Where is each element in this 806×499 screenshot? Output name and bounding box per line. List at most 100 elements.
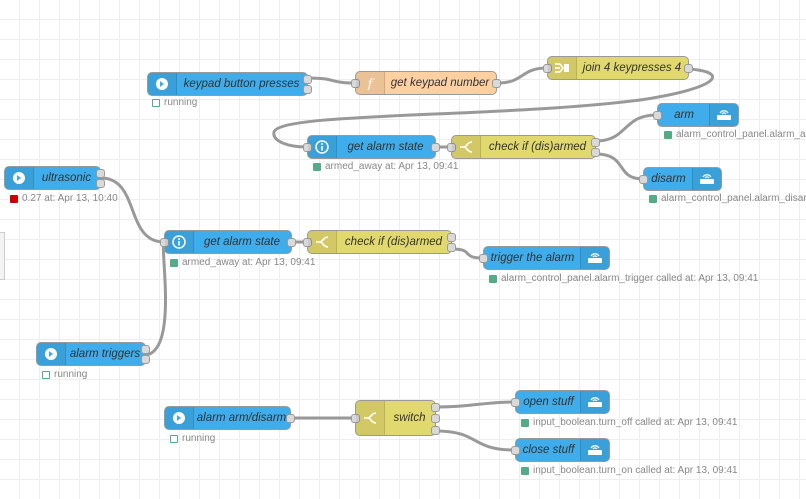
- join-icon: [548, 57, 577, 79]
- output-port[interactable]: [431, 426, 440, 435]
- node-label: ultrasonic: [41, 172, 92, 184]
- wire: [307, 76, 357, 85]
- check-armed-node[interactable]: check if (dis)armed: [447, 135, 600, 159]
- router-icon: [692, 168, 721, 190]
- inject-icon: [5, 167, 34, 189]
- node-status: alarm_control_panel.alarm_disarm: [649, 193, 806, 204]
- node-status: running: [42, 369, 87, 380]
- get-alarm-state-node[interactable]: get alarm state: [160, 230, 296, 254]
- output-port[interactable]: [303, 85, 312, 94]
- node-label: get keypad number: [390, 77, 490, 89]
- wire: [495, 66, 549, 85]
- router-icon: [580, 247, 609, 269]
- input-port[interactable]: [653, 111, 662, 120]
- wire: [450, 247, 485, 260]
- switch-node[interactable]: switch: [351, 400, 440, 436]
- input-port[interactable]: [447, 143, 456, 152]
- node-label: get alarm state: [347, 141, 424, 153]
- node-label: disarm: [651, 173, 686, 185]
- node-label: keypad button presses: [183, 78, 300, 90]
- input-port[interactable]: [511, 446, 520, 455]
- output-port[interactable]: [431, 414, 440, 423]
- input-port[interactable]: [351, 414, 360, 423]
- output-port[interactable]: [286, 414, 295, 423]
- output-port[interactable]: [431, 403, 440, 412]
- sidebar-edge-tab[interactable]: [0, 232, 5, 280]
- node-label: open stuff: [523, 396, 574, 408]
- output-port[interactable]: [447, 243, 456, 252]
- output-port[interactable]: [447, 233, 456, 242]
- open-stuff-node[interactable]: open stuff: [511, 390, 610, 414]
- input-port[interactable]: [543, 64, 552, 73]
- input-port[interactable]: [351, 79, 360, 88]
- output-port[interactable]: [303, 75, 312, 84]
- ultrasonic-node[interactable]: ultrasonic: [4, 166, 105, 190]
- wire: [144, 240, 167, 357]
- input-port[interactable]: [479, 254, 488, 263]
- info-icon: [308, 136, 337, 158]
- info-icon: [165, 231, 194, 253]
- inject-icon: [148, 73, 177, 95]
- output-port[interactable]: [96, 169, 105, 178]
- input-port[interactable]: [639, 175, 648, 184]
- input-port[interactable]: [303, 238, 312, 247]
- wire: [594, 113, 659, 143]
- output-port[interactable]: [431, 143, 440, 152]
- close-stuff-node[interactable]: close stuff: [511, 438, 610, 462]
- alarm-arm-disarm-node[interactable]: alarm arm/disarm: [164, 406, 295, 430]
- node-status: alarm_control_panel.alarm_arm: [664, 129, 806, 140]
- node-label: trigger the alarm: [490, 252, 575, 264]
- svg-text:f: f: [367, 77, 375, 90]
- router-icon: [580, 391, 609, 413]
- input-port[interactable]: [160, 238, 169, 247]
- output-port[interactable]: [287, 238, 296, 247]
- switch-icon: [356, 401, 385, 435]
- node-status: running: [152, 97, 197, 108]
- wire: [272, 67, 714, 149]
- node-label: check if (dis)armed: [344, 236, 443, 248]
- wire: [594, 152, 645, 181]
- switch-icon: [308, 231, 337, 253]
- input-port[interactable]: [511, 398, 520, 407]
- output-port[interactable]: [141, 345, 150, 354]
- output-port[interactable]: [591, 148, 600, 157]
- disarm-node[interactable]: disarm: [639, 167, 722, 191]
- keypad-inject-node[interactable]: keypad button presses: [147, 72, 312, 96]
- node-status: input_boolean.turn_off called at: Apr 13…: [521, 417, 737, 428]
- get-alarm-state-node[interactable]: get alarm state: [303, 135, 440, 159]
- node-status: armed_away at: Apr 13, 09:41: [170, 257, 315, 268]
- get-keypad-number-node[interactable]: f get keypad number: [351, 71, 501, 95]
- router-icon: [580, 439, 609, 461]
- input-port[interactable]: [303, 143, 312, 152]
- alarm-triggers-node[interactable]: alarm triggers: [36, 342, 150, 366]
- function-icon: f: [356, 72, 385, 94]
- output-port[interactable]: [591, 138, 600, 147]
- node-status: input_boolean.turn_on called at: Apr 13,…: [521, 465, 738, 476]
- arm-node[interactable]: arm: [653, 103, 739, 127]
- node-label: check if (dis)armed: [488, 141, 587, 153]
- node-label: join 4 keypresses 4: [582, 62, 682, 74]
- output-port[interactable]: [492, 79, 501, 88]
- wire: [99, 176, 166, 244]
- output-port[interactable]: [141, 355, 150, 364]
- output-port[interactable]: [96, 179, 105, 188]
- wire: [434, 400, 517, 409]
- node-label: switch: [393, 412, 426, 424]
- check-armed-node[interactable]: check if (dis)armed: [303, 230, 456, 254]
- join-node[interactable]: join 4 keypresses 4: [543, 56, 693, 80]
- node-status: running: [170, 433, 215, 444]
- wire: [434, 429, 517, 452]
- node-status: 0.27 at: Apr 13, 10:40: [10, 193, 118, 204]
- router-icon: [709, 104, 738, 126]
- node-status: armed_away at: Apr 13, 09:41: [313, 161, 458, 172]
- node-status: alarm_control_panel.alarm_trigger called…: [489, 273, 758, 284]
- inject-icon: [165, 407, 194, 429]
- node-label: get alarm state: [203, 236, 281, 248]
- node-label: alarm triggers: [69, 348, 141, 360]
- switch-icon: [452, 136, 481, 158]
- inject-icon: [37, 343, 66, 365]
- output-port[interactable]: [684, 64, 693, 73]
- node-label: arm: [674, 109, 694, 121]
- trigger-alarm-node[interactable]: trigger the alarm: [479, 246, 610, 270]
